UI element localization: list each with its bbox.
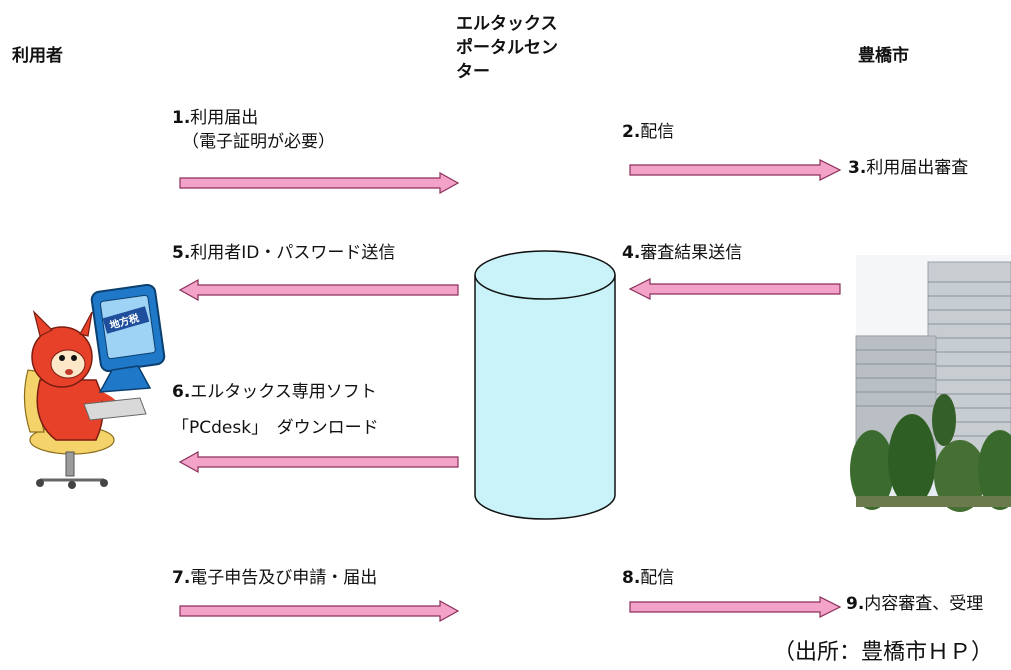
- header-user: 利用者: [12, 46, 63, 66]
- step-3-number: 3.: [848, 158, 867, 178]
- header-portal-center-line1: エルタックス: [456, 14, 558, 34]
- header-portal-center-line2: ポータルセン: [456, 38, 558, 58]
- header-portal-center-line3: ター: [456, 62, 490, 82]
- step-3-label: 3.利用届出審査: [848, 156, 968, 180]
- monitor-icon: [90, 283, 166, 393]
- arrow-2-center-to-city: [629, 159, 842, 181]
- step-7-text: 電子申告及び申請・届出: [190, 568, 378, 588]
- arrow-8-center-to-city: [629, 596, 842, 618]
- step-5-text: 利用者ID・パスワード送信: [190, 243, 396, 263]
- step-9-label: 9.内容審査、受理: [846, 592, 983, 616]
- arrow-5-center-to-user: [178, 278, 459, 302]
- step-4-label: 4.審査結果送信: [622, 241, 742, 265]
- step-6-software: 「PCdesk」 ダウンロード: [172, 418, 379, 438]
- step-1-text: 利用届出: [190, 108, 259, 128]
- step-8-text: 配信: [640, 568, 675, 588]
- step-4-number: 4.: [622, 243, 641, 263]
- step-8-number: 8.: [622, 568, 641, 588]
- source-caption: （出所：豊橋市ＨＰ）: [772, 640, 993, 665]
- step-6-text: エルタックス専用ソフト: [190, 382, 377, 402]
- step-8-label: 8.配信: [622, 566, 674, 590]
- step-9-text: 内容審査、受理: [864, 594, 984, 614]
- arrow-6-center-to-user: [178, 450, 459, 474]
- step-1-label: 1.利用届出 （電子証明が必要）: [172, 106, 335, 154]
- step-5-number: 5.: [172, 243, 191, 263]
- step-3-text: 利用届出審査: [866, 158, 969, 178]
- step-6-label: 6.エルタックス専用ソフト 「PCdesk」 ダウンロード: [172, 380, 379, 440]
- arrow-4-city-to-center: [628, 278, 841, 300]
- step-2-number: 2.: [622, 122, 641, 142]
- step-5-label: 5.利用者ID・パスワード送信: [172, 241, 395, 265]
- arrow-7-user-to-center: [179, 599, 460, 623]
- portal-center-cylinder: [474, 250, 616, 520]
- city-hall-photo: [850, 255, 1011, 512]
- header-city: 豊橋市: [858, 46, 909, 66]
- step-1-note: （電子証明が必要）: [182, 132, 335, 152]
- step-7-label: 7.電子申告及び申請・届出: [172, 566, 377, 590]
- step-2-label: 2.配信: [622, 120, 674, 144]
- step-1-number: 1.: [172, 108, 191, 128]
- header-portal-center: エルタックス ポータルセン ター: [456, 12, 558, 84]
- arrow-1-user-to-center: [179, 171, 460, 195]
- step-4-text: 審査結果送信: [640, 243, 743, 263]
- user-mascot-illustration: [23, 283, 166, 489]
- step-2-text: 配信: [640, 122, 675, 142]
- step-7-number: 7.: [172, 568, 191, 588]
- step-6-number: 6.: [172, 382, 191, 402]
- step-9-number: 9.: [846, 594, 865, 614]
